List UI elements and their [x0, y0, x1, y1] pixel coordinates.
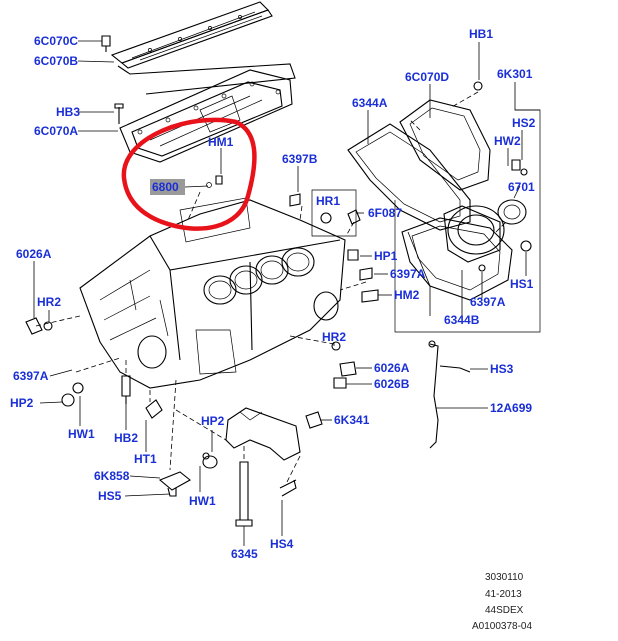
- upper-gasket-6c070: [110, 1, 296, 95]
- label-hw2[interactable]: HW2: [494, 134, 521, 148]
- label-hb1[interactable]: HB1: [469, 27, 493, 41]
- oil-seal-6701: [497, 199, 527, 225]
- label-12a699[interactable]: 12A699: [490, 401, 532, 415]
- label-6344b[interactable]: 6344B: [444, 313, 480, 327]
- plugs-6026: [331, 341, 357, 389]
- label-hp2-lower[interactable]: HP2: [201, 414, 225, 428]
- cover-6c070d: [399, 99, 491, 191]
- plug-6c070c: [101, 35, 111, 52]
- label-6c070c[interactable]: 6C070C: [34, 34, 78, 48]
- label-6397a-upper[interactable]: 6397A: [390, 267, 426, 281]
- part-labels[interactable]: 6C070C 6C070B HB3 6C070A HM1 6800 6397B …: [10, 27, 536, 561]
- label-hb2[interactable]: HB2: [114, 431, 138, 445]
- caption-line-1: 3030110: [485, 572, 524, 583]
- label-6026a-right[interactable]: 6026A: [374, 361, 410, 375]
- label-6397a-right[interactable]: 6397A: [470, 295, 506, 309]
- label-hb3[interactable]: HB3: [56, 105, 80, 119]
- label-hp1[interactable]: HP1: [374, 249, 398, 263]
- group-box-hr1: [311, 189, 357, 237]
- label-hs3[interactable]: HS3: [490, 362, 514, 376]
- label-hs5[interactable]: HS5: [98, 489, 122, 503]
- bearing-cap: [225, 407, 301, 461]
- label-6c070a[interactable]: 6C070A: [34, 124, 78, 138]
- label-6345[interactable]: 6345: [231, 547, 258, 561]
- label-hp2-left[interactable]: HP2: [10, 396, 34, 410]
- sensor-left-6026a: [25, 317, 53, 335]
- highlight-loop: [121, 117, 257, 231]
- label-6c070d[interactable]: 6C070D: [405, 70, 449, 84]
- bolt-hb3: [114, 103, 124, 124]
- caption-line-2: 41-2013: [485, 589, 522, 600]
- label-6344a[interactable]: 6344A: [352, 96, 388, 110]
- label-hs4[interactable]: HS4: [270, 537, 294, 551]
- label-hr2-left[interactable]: HR2: [37, 295, 61, 309]
- label-hw1-lower[interactable]: HW1: [189, 494, 216, 508]
- label-6026b[interactable]: 6026B: [374, 377, 410, 391]
- label-6k341[interactable]: 6K341: [334, 413, 370, 427]
- label-hw1-left[interactable]: HW1: [68, 427, 95, 441]
- label-6k858[interactable]: 6K858: [94, 469, 130, 483]
- leader-lines: [33, 40, 540, 546]
- rear-seal-carrier: [443, 205, 505, 263]
- drawing-caption: 3030110 41-2013 44SDEX A0100378-04: [472, 572, 532, 632]
- sensor-ht1: [145, 399, 163, 419]
- label-hs1[interactable]: HS1: [510, 277, 534, 291]
- harness-12a699: [428, 340, 471, 449]
- gasket-6344a: [347, 123, 471, 231]
- plug-6k341: [305, 411, 323, 429]
- label-6f087[interactable]: 6F087: [368, 206, 402, 220]
- caption-line-4: A0100378-04: [472, 621, 532, 632]
- washer-hp2-lower: [202, 452, 218, 469]
- oil-pan-tray: [119, 69, 293, 163]
- label-6397a-left[interactable]: 6397A: [13, 369, 49, 383]
- label-hs2[interactable]: HS2: [512, 116, 536, 130]
- engine-block: [79, 197, 346, 389]
- label-6701[interactable]: 6701: [508, 180, 535, 194]
- label-hm1[interactable]: HM1: [208, 135, 234, 149]
- washer-hp2-left: [61, 382, 84, 407]
- label-6800[interactable]: 6800: [152, 180, 179, 194]
- label-hm2[interactable]: HM2: [394, 288, 420, 302]
- label-ht1[interactable]: HT1: [134, 452, 157, 466]
- bracket-6k858: [158, 471, 191, 497]
- label-6397b[interactable]: 6397B: [282, 152, 318, 166]
- fasteners-right: [289, 81, 532, 303]
- caption-line-3: 44SDEX: [485, 605, 524, 616]
- gasket-6344b: [401, 217, 513, 301]
- bolt-6345: [235, 461, 253, 527]
- label-6k301[interactable]: 6K301: [497, 67, 533, 81]
- dashed-lines: [35, 91, 507, 485]
- sensor-hb2: [121, 375, 131, 404]
- drain-plug-6800: [206, 175, 223, 188]
- highlight-label-bg: [150, 179, 185, 195]
- label-hr2-right[interactable]: HR2: [322, 330, 346, 344]
- label-hr1[interactable]: HR1: [316, 194, 340, 208]
- bolt-hs4: [279, 479, 297, 497]
- label-6026a-left[interactable]: 6026A: [16, 247, 52, 261]
- label-6c070b[interactable]: 6C070B: [34, 54, 78, 68]
